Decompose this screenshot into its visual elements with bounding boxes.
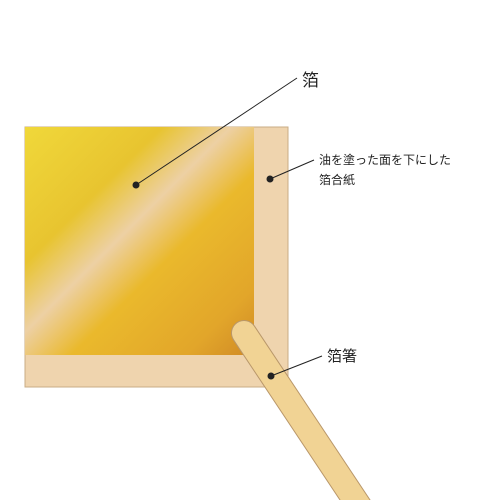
leader-line-tongs [270,355,323,377]
leader-line-paper [269,159,315,180]
bamboo-chopstick [231,320,371,500]
leader-line-foil [135,77,298,186]
label-foil: 箔 [302,71,319,91]
label-tongs: 箔箸 [327,347,358,365]
leader-dot-foil-icon [132,181,140,189]
label-backing-paper: 油を塗った面を下にした 箔合紙 [319,150,451,190]
leader-dot-tongs-icon [267,372,275,380]
label-backing-paper-line2: 箔合紙 [319,173,356,187]
gold-leaf [25,127,254,355]
label-backing-paper-line1: 油を塗った面を下にした [319,153,452,167]
leader-dot-paper-icon [266,175,274,183]
